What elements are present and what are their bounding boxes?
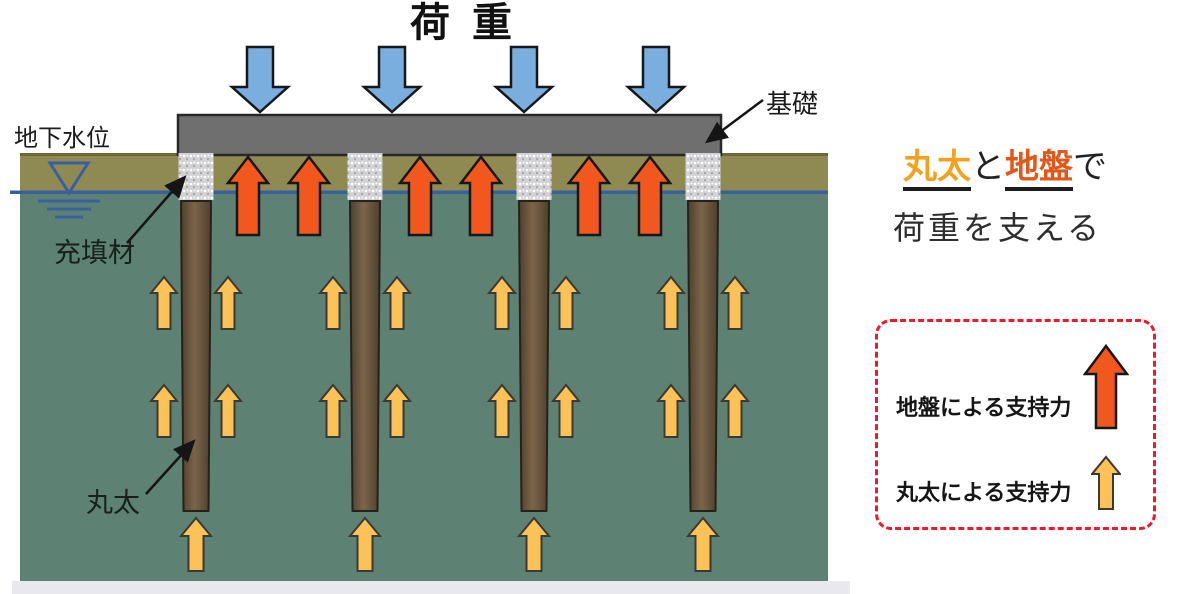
load-arrow-icon (626, 45, 686, 114)
legend-box: 地盤による支持力 丸太による支持力 (875, 319, 1156, 530)
log-support-arrow-icon (1091, 455, 1121, 510)
fill-material-label: 充填材 (54, 238, 135, 268)
log-word: 丸太 (903, 148, 971, 191)
groundwater-level-label: 地下水位 (14, 125, 110, 152)
foundation-leader-arrow (704, 98, 764, 144)
log-pile (180, 200, 212, 512)
legend-ground-support-label: 地盤による支持力 (896, 395, 1072, 420)
side-heading-line2: 荷重を支える (893, 210, 1103, 246)
de-word: で (1073, 148, 1107, 186)
load-arrow-icon (362, 45, 422, 114)
fill-material-leader-arrow (126, 175, 187, 244)
side-heading-line1: 丸太と地盤で (903, 148, 1107, 191)
ground-base-strip (12, 581, 850, 594)
fill-material-column (685, 153, 721, 200)
groundwater-level-icon (38, 161, 100, 219)
log-leader-arrow (145, 439, 196, 495)
log-pile (518, 200, 550, 512)
fill-material-column (516, 153, 552, 200)
log-piles (180, 200, 719, 512)
fill-material-column (347, 153, 383, 200)
foundation-label: 基礎 (766, 89, 819, 119)
load-arrow-icon (230, 45, 290, 114)
load-arrows (230, 45, 686, 114)
ground-support-arrow-icon (1083, 344, 1129, 430)
fill-material-column (178, 153, 214, 200)
page-title: 荷重 (410, 1, 534, 45)
legend-log-support-label: 丸太による支持力 (896, 480, 1072, 505)
log-pile (349, 200, 381, 512)
and-word: と (971, 148, 1005, 186)
log-label: 丸太 (86, 488, 140, 518)
ground-word: 地盤 (1005, 148, 1073, 191)
load-arrow-icon (494, 45, 554, 114)
foundation-slab (176, 113, 723, 157)
log-pile (687, 200, 719, 512)
